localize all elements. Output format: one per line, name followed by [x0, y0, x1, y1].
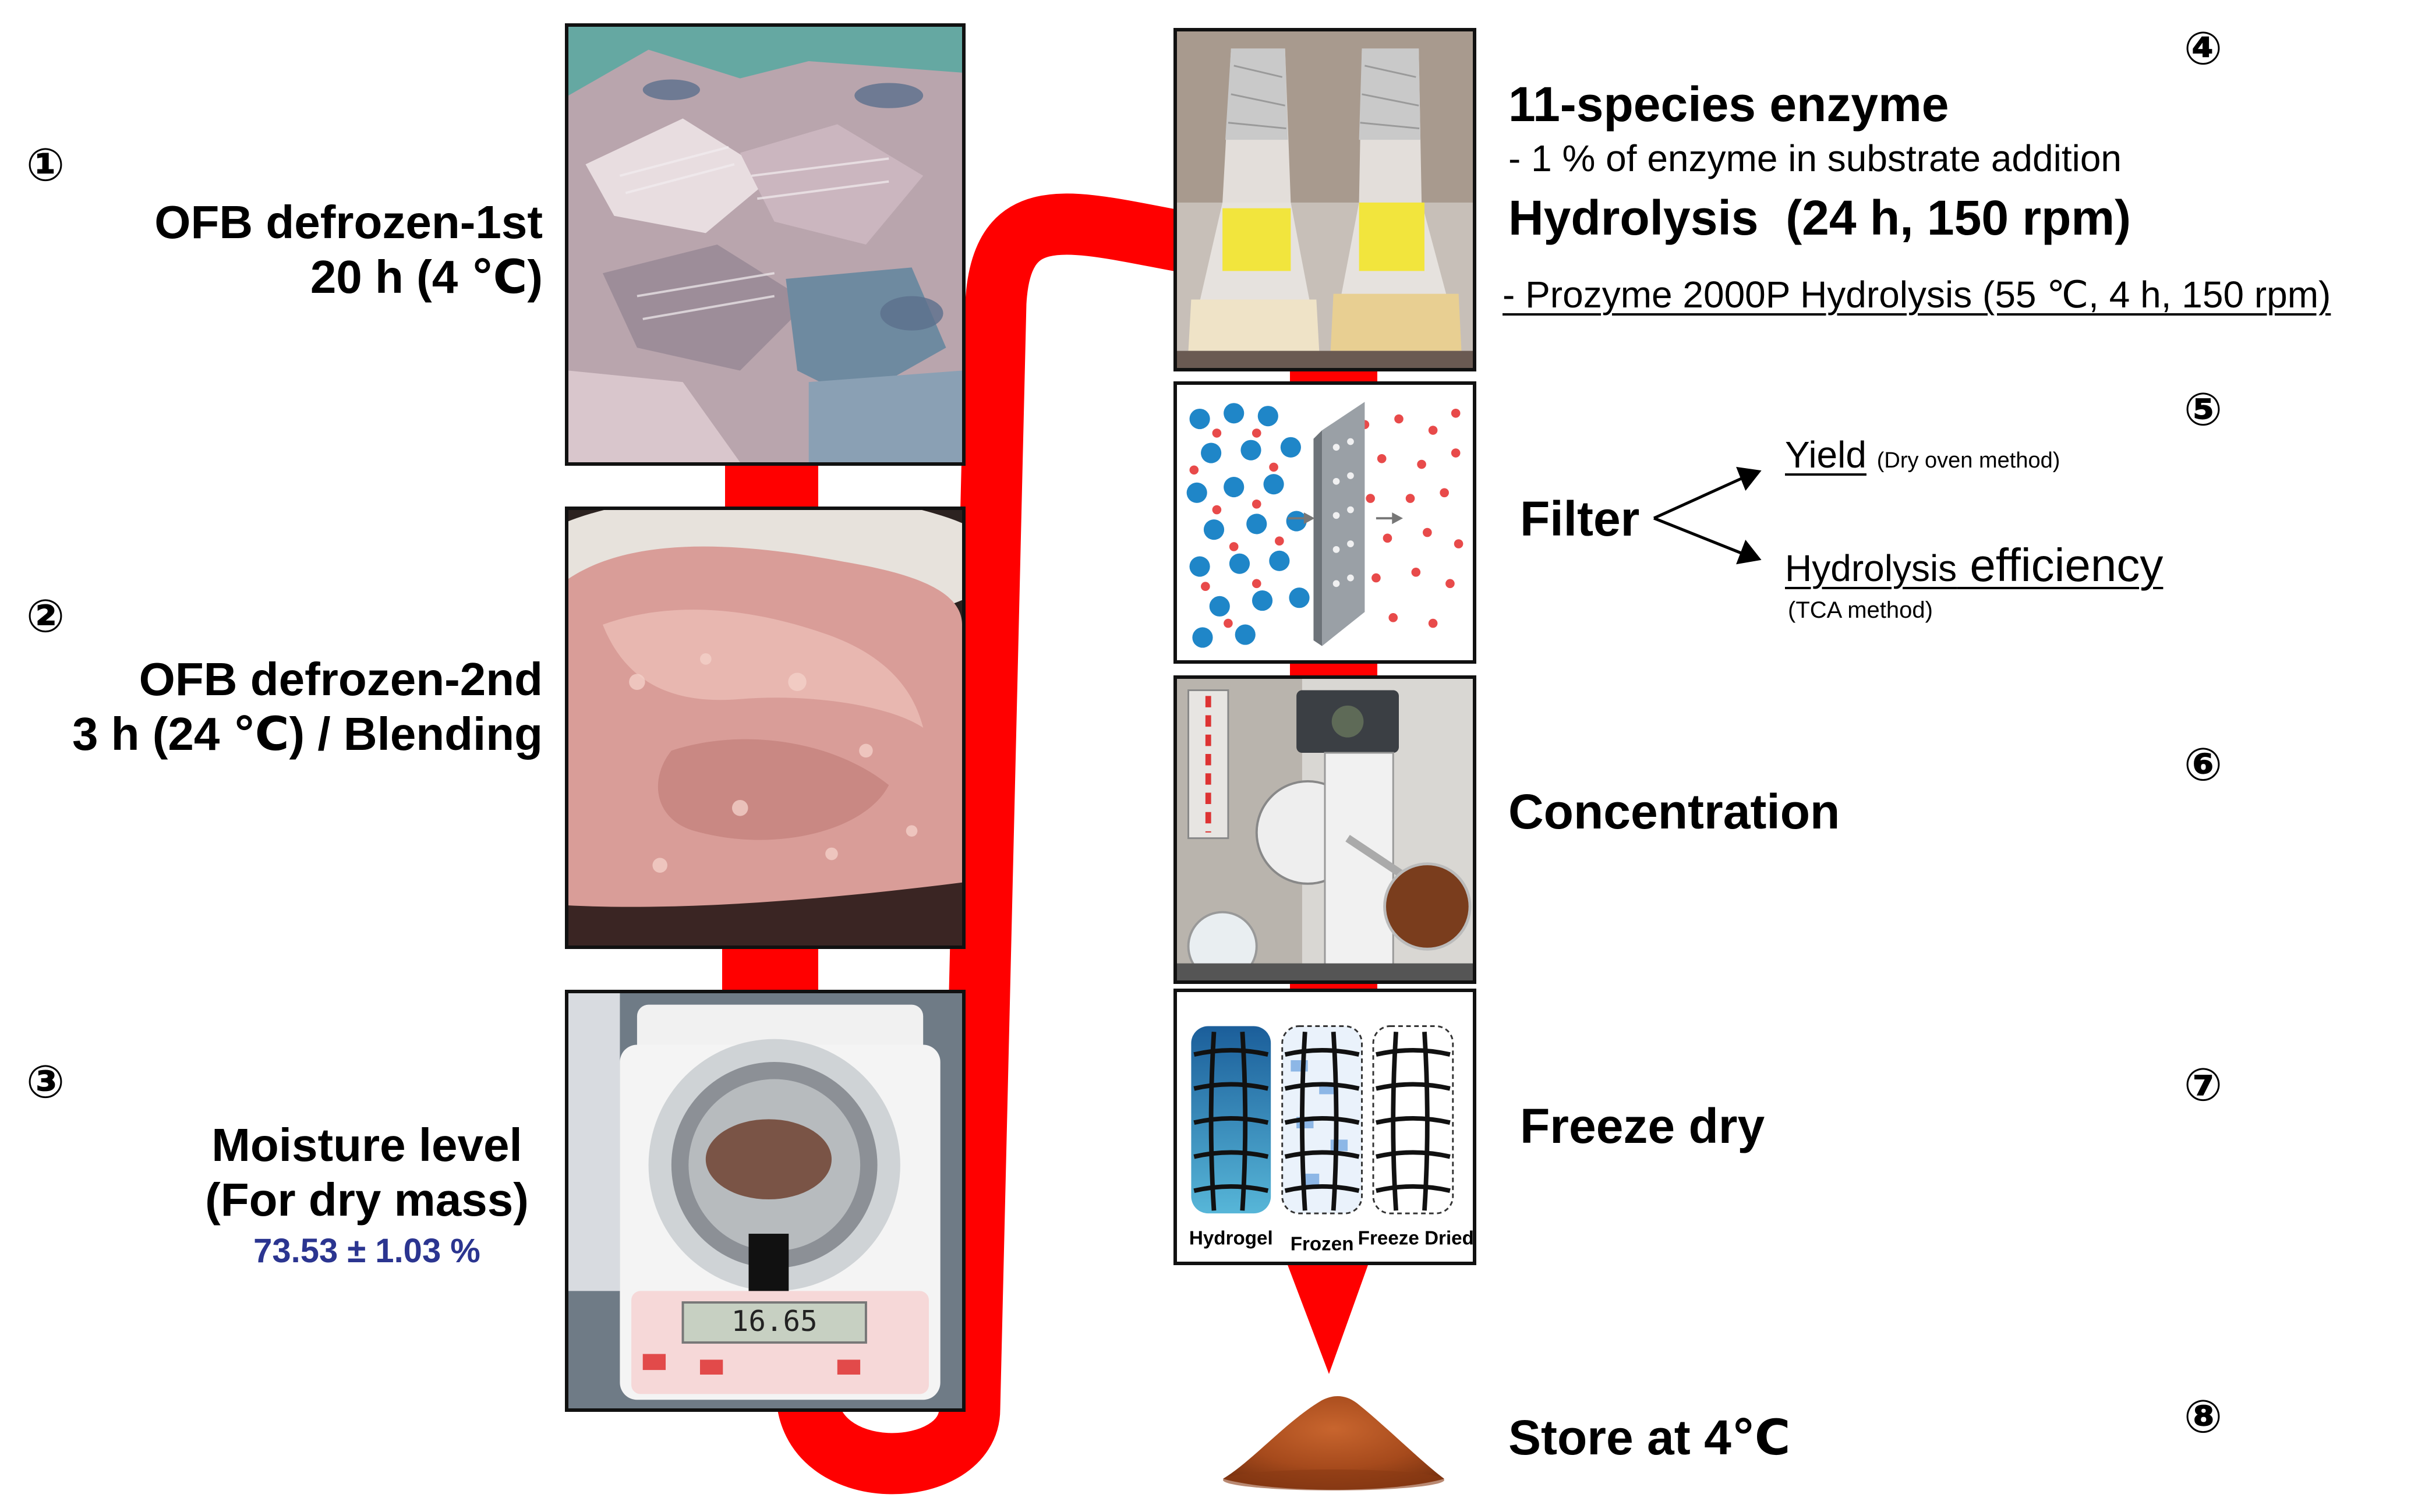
- moisture-value: 73.53 ± 1.03 %: [253, 1231, 480, 1270]
- step-3-label: Moisture level (For dry mass) 73.53 ± 1.…: [175, 1118, 559, 1271]
- step-number-6: ⑥: [2184, 739, 2223, 791]
- yield-label: Yield (Dry oven method): [1785, 434, 2060, 477]
- hydrolysis-efficiency-text-a: Hydrolysis: [1785, 547, 1957, 589]
- step-8-title: Store at 4℃: [1508, 1410, 1791, 1465]
- fish-frames-photo: [565, 23, 966, 466]
- step-3-subtitle: (For dry mass): [205, 1174, 529, 1226]
- step-number-5: ⑤: [2184, 384, 2223, 436]
- arrow-to-powder: [1287, 1263, 1369, 1374]
- step-3-title: Moisture level: [211, 1119, 522, 1171]
- flasks-photo: [1173, 28, 1476, 371]
- step-4-enzyme-title: 11-species enzyme: [1508, 77, 1949, 132]
- rotary-evaporator-photo: [1173, 675, 1476, 984]
- step-1-label: OFB defrozen-1st 20 h (4 ℃): [154, 195, 543, 305]
- minced-fish-photo: [565, 507, 966, 949]
- step-7-title: Freeze dry: [1520, 1099, 1765, 1153]
- panel-label-freeze-dried: Freeze Dried: [1358, 1228, 1473, 1249]
- panel-label-hydrogel: Hydrogel: [1189, 1228, 1273, 1249]
- moisture-analyzer-photo: 16.65: [565, 990, 966, 1412]
- step-number-8: ⑧: [2184, 1391, 2223, 1443]
- connector-5-6: [1290, 664, 1377, 677]
- filter-diagram: [1173, 381, 1476, 664]
- step-1-condition: 20 h (4 ℃): [310, 251, 543, 303]
- analyzer-display-readout: 16.65: [731, 1304, 818, 1338]
- step-number-3: ③: [26, 1056, 65, 1109]
- step-5-filter-title: Filter: [1520, 491, 1640, 546]
- step-number-7: ⑦: [2184, 1059, 2223, 1111]
- efficiency-method: (TCA method): [1788, 597, 1933, 623]
- step-6-title: Concentration: [1508, 784, 1840, 839]
- step-number-1: ①: [26, 139, 65, 192]
- yield-method: (Dry oven method): [1876, 448, 2060, 473]
- step-4-prozyme-note: - Prozyme 2000P Hydrolysis (55 ℃, 4 h, 1…: [1503, 274, 2331, 316]
- filter-branch-arrows: [1653, 466, 1762, 565]
- powder-pile: [1223, 1396, 1444, 1490]
- connector-1-2: [725, 460, 818, 512]
- step-2-condition: 3 h (24 ℃) / Blending: [72, 708, 543, 760]
- step-2-title: OFB defrozen-2nd: [139, 653, 543, 705]
- hydrolysis-efficiency-text-b: efficiency: [1957, 539, 2164, 591]
- freeze-dry-diagram: Hydrogel Frozen Freeze Dried: [1173, 989, 1476, 1265]
- panel-label-frozen: Frozen: [1291, 1234, 1354, 1255]
- step-number-4: ④: [2184, 23, 2223, 75]
- connector-2-3: [722, 943, 818, 990]
- step-2-label: OFB defrozen-2nd 3 h (24 ℃) / Blending: [72, 652, 543, 762]
- step-number-2: ②: [26, 590, 65, 643]
- hydrolysis-efficiency-label: Hydrolysis efficiency: [1785, 539, 2163, 592]
- step-4-enzyme-detail: - 1 % of enzyme in substrate addition: [1508, 137, 2122, 179]
- u-ribbon: [776, 193, 1188, 1495]
- step-4-hydrolysis-title: Hydrolysis (24 h, 150 rpm): [1508, 190, 2131, 245]
- step-1-title: OFB defrozen-1st: [154, 196, 543, 248]
- yield-text: Yield: [1785, 434, 1866, 476]
